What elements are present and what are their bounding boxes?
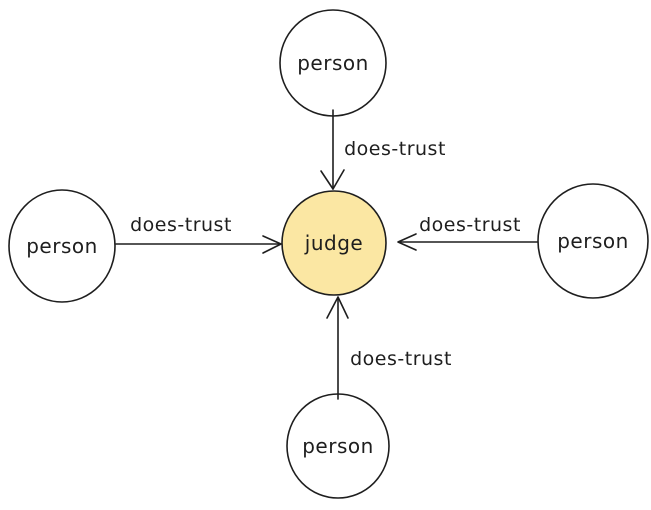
node-person-top: person — [279, 9, 387, 117]
edge-bottom-label: does-trust — [350, 348, 452, 370]
node-judge-center: judge — [281, 190, 387, 296]
arrowhead-left-icon — [397, 233, 417, 251]
node-person-bottom: person — [286, 393, 390, 499]
person-right-circle — [537, 183, 649, 299]
node-person-left: person — [8, 189, 116, 303]
edge-right-to-judge: does-trust — [397, 214, 538, 251]
person-left-circle — [8, 189, 116, 303]
arrowhead-right-icon — [262, 235, 282, 254]
edge-top-label: does-trust — [344, 138, 446, 160]
person-top-label: person — [297, 51, 369, 75]
edge-bottom-to-judge: does-trust — [326, 296, 452, 400]
edge-left-label: does-trust — [130, 214, 232, 236]
node-person-right: person — [537, 183, 649, 299]
judge-label: judge — [304, 231, 363, 255]
person-left-label: person — [26, 234, 98, 258]
judge-circle — [281, 190, 387, 296]
edge-top-to-judge: does-trust — [320, 109, 446, 190]
edge-left-to-judge: does-trust — [115, 214, 282, 254]
arrowhead-up-icon — [326, 296, 349, 319]
arrowhead-down-icon — [320, 169, 345, 190]
person-bottom-label: person — [302, 434, 374, 458]
person-right-label: person — [557, 229, 629, 253]
edge-right-label: does-trust — [419, 214, 521, 236]
